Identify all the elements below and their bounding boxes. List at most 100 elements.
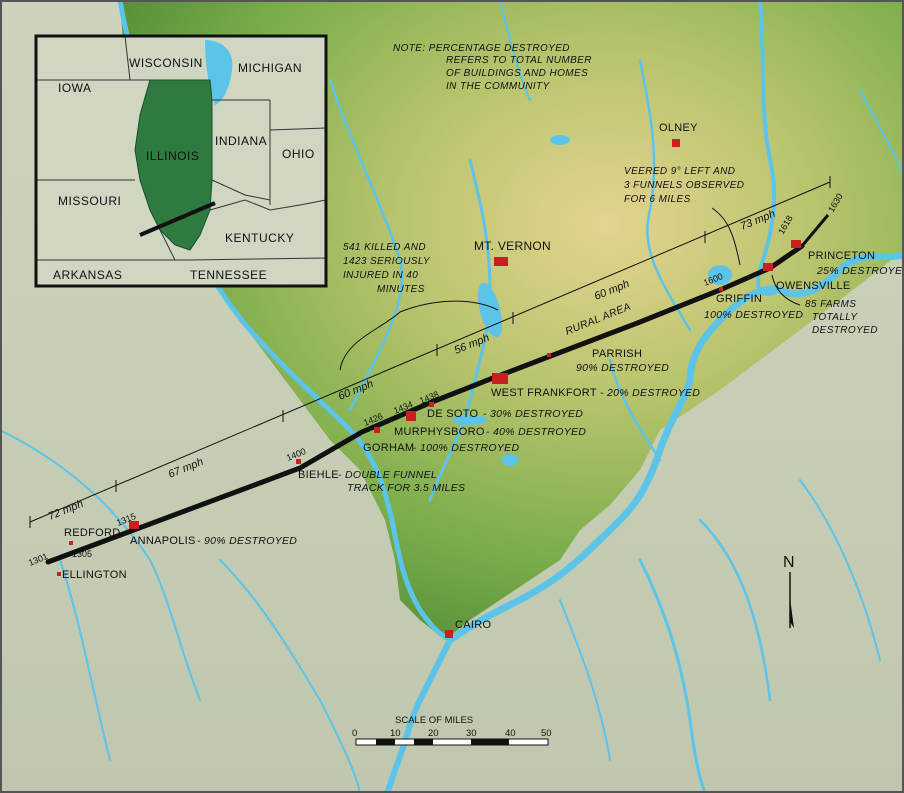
casualty-arrow-right <box>399 300 499 313</box>
inset-lake-michigan <box>205 40 233 105</box>
scale-bar: SCALE OF MILES 0 10 20 30 40 50 <box>352 715 552 746</box>
casualty-arrow-left <box>339 311 401 371</box>
mt-vernon-label: MT. VERNON <box>474 239 551 253</box>
griffin-destroyed: 100% DESTROYED <box>704 309 803 321</box>
inset-illinois-label: ILLINOIS <box>146 149 199 163</box>
ellington-label: ELLINGTON <box>62 569 127 581</box>
town-markers <box>57 139 801 638</box>
cairo-marker <box>445 630 453 638</box>
time-1305: 1305 <box>72 549 92 559</box>
de-soto-label: DE SOTO <box>427 408 479 420</box>
inset-track <box>139 201 216 237</box>
murphysboro-marker <box>406 411 416 421</box>
note-block: NOTE: PERCENTAGE DESTROYED REFERS TO TOT… <box>393 43 592 92</box>
olney-label: OLNEY <box>659 122 698 134</box>
ellington-marker <box>57 572 61 576</box>
farms-arrow <box>771 274 801 306</box>
scale-10: 10 <box>390 728 401 739</box>
scale-title: SCALE OF MILES <box>395 715 473 726</box>
farms-line-3: DESTROYED <box>812 325 878 336</box>
lake-4 <box>708 265 732 285</box>
princeton-destroyed: 25% DESTROYED <box>816 265 904 277</box>
scale-0: 0 <box>352 728 357 739</box>
inset-ohio: OHIO <box>282 147 315 161</box>
owensville-marker <box>763 263 773 271</box>
farms-annotation: 85 FARMS TOTALLY DESTROYED <box>771 274 878 336</box>
note-line-1: NOTE: PERCENTAGE DESTROYED <box>393 43 570 54</box>
inset-frame <box>34 34 328 288</box>
scale-50: 50 <box>541 728 552 739</box>
owensville-label: OWENSVILLE <box>776 280 851 292</box>
casualty-line-4: MINUTES <box>377 284 425 295</box>
lake-3 <box>502 454 518 466</box>
gorham-destroyed: - 100% DESTROYED <box>413 442 519 454</box>
murphysboro-label: MURPHYSBORO <box>394 426 485 438</box>
inset-illinois <box>134 79 213 251</box>
mt-vernon-marker <box>494 257 508 266</box>
wabash-river <box>756 0 782 296</box>
scale-20: 20 <box>428 728 439 739</box>
inset-kentucky: KENTUCKY <box>225 231 294 245</box>
inset-map: IOWA WISCONSIN MICHIGAN ILLINOIS INDIANA… <box>34 34 328 288</box>
kentucky-stream-2 <box>698 518 772 702</box>
inset-missouri: MISSOURI <box>58 194 121 208</box>
veered-line-2: 3 FUNNELS OBSERVED <box>624 180 744 191</box>
de-soto-marker <box>429 402 434 407</box>
north-label: N <box>783 554 795 571</box>
parrish-marker <box>547 353 551 357</box>
inset-indiana: INDIANA <box>215 134 267 148</box>
gorham-marker <box>374 427 380 433</box>
veered-line-3: FOR 6 MILES <box>624 194 691 205</box>
big-muddy <box>428 158 492 502</box>
note-line-2: REFERS TO TOTAL NUMBER <box>446 55 592 66</box>
annapolis-marker <box>129 521 139 529</box>
griffin-label: GRIFFIN <box>716 293 762 305</box>
scale-30: 30 <box>466 728 477 739</box>
west-frankfort-label: WEST FRANKFORT <box>491 387 597 399</box>
mississippi-river <box>383 637 453 793</box>
speed-segments <box>29 176 831 528</box>
west-frankfort-marker <box>492 373 508 384</box>
biehle-marker <box>296 459 301 464</box>
tornado-track <box>45 243 805 565</box>
inset-tennessee: TENNESSEE <box>190 268 267 282</box>
missouri-stream-1 <box>0 429 201 701</box>
little-wabash <box>638 58 692 332</box>
saline <box>608 358 662 462</box>
veered-arrow <box>711 207 741 266</box>
olney-marker <box>672 139 680 147</box>
north-stream <box>499 0 531 101</box>
crab-orchard-lake <box>452 415 488 425</box>
inset-arkansas: ARKANSAS <box>53 268 122 282</box>
farms-line-2: TOTALLY <box>812 312 858 323</box>
annapolis-label: ANNAPOLIS <box>130 535 196 547</box>
biehle-track: TRACK FOR 3.5 MILES <box>347 482 465 494</box>
princeton-label: PRINCETON <box>808 250 875 262</box>
veered-annotation: VEERED 9° LEFT AND 3 FUNNELS OBSERVED FO… <box>624 166 744 266</box>
casualty-line-3: INJURED IN 40 <box>343 270 418 281</box>
note-line-4: IN THE COMMUNITY <box>446 81 551 92</box>
veered-line-1: VEERED 9° LEFT AND <box>624 166 735 177</box>
missouri-stream-2 <box>59 559 111 761</box>
farms-line-1: 85 FARMS <box>805 299 856 310</box>
redford-label: REDFORD <box>64 527 121 539</box>
ohio-river <box>446 251 904 644</box>
griffin-marker <box>719 287 723 291</box>
note-line-3: OF BUILDINGS AND HOMES <box>446 68 588 79</box>
kentucky-stream-4 <box>559 599 611 761</box>
casualty-line-2: 1423 SERIOUSLY <box>343 256 431 267</box>
cairo-label: CAIRO <box>455 619 491 631</box>
biehle-destroyed: - DOUBLE FUNNEL <box>338 469 437 481</box>
west-frankfort-destroyed: - 20% DESTROYED <box>600 387 700 399</box>
de-soto-destroyed: - 30% DESTROYED <box>483 408 583 420</box>
casualty-annotation: 541 KILLED AND 1423 SERIOUSLY INJURED IN… <box>339 242 499 371</box>
inset-michigan: MICHIGAN <box>238 61 302 75</box>
kentucky-stream-3 <box>799 479 881 661</box>
inset-wisconsin: WISCONSIN <box>129 56 203 70</box>
annapolis-destroyed: - 90% DESTROYED <box>197 535 297 547</box>
inset-borders <box>36 35 327 261</box>
redford-marker <box>69 541 73 545</box>
